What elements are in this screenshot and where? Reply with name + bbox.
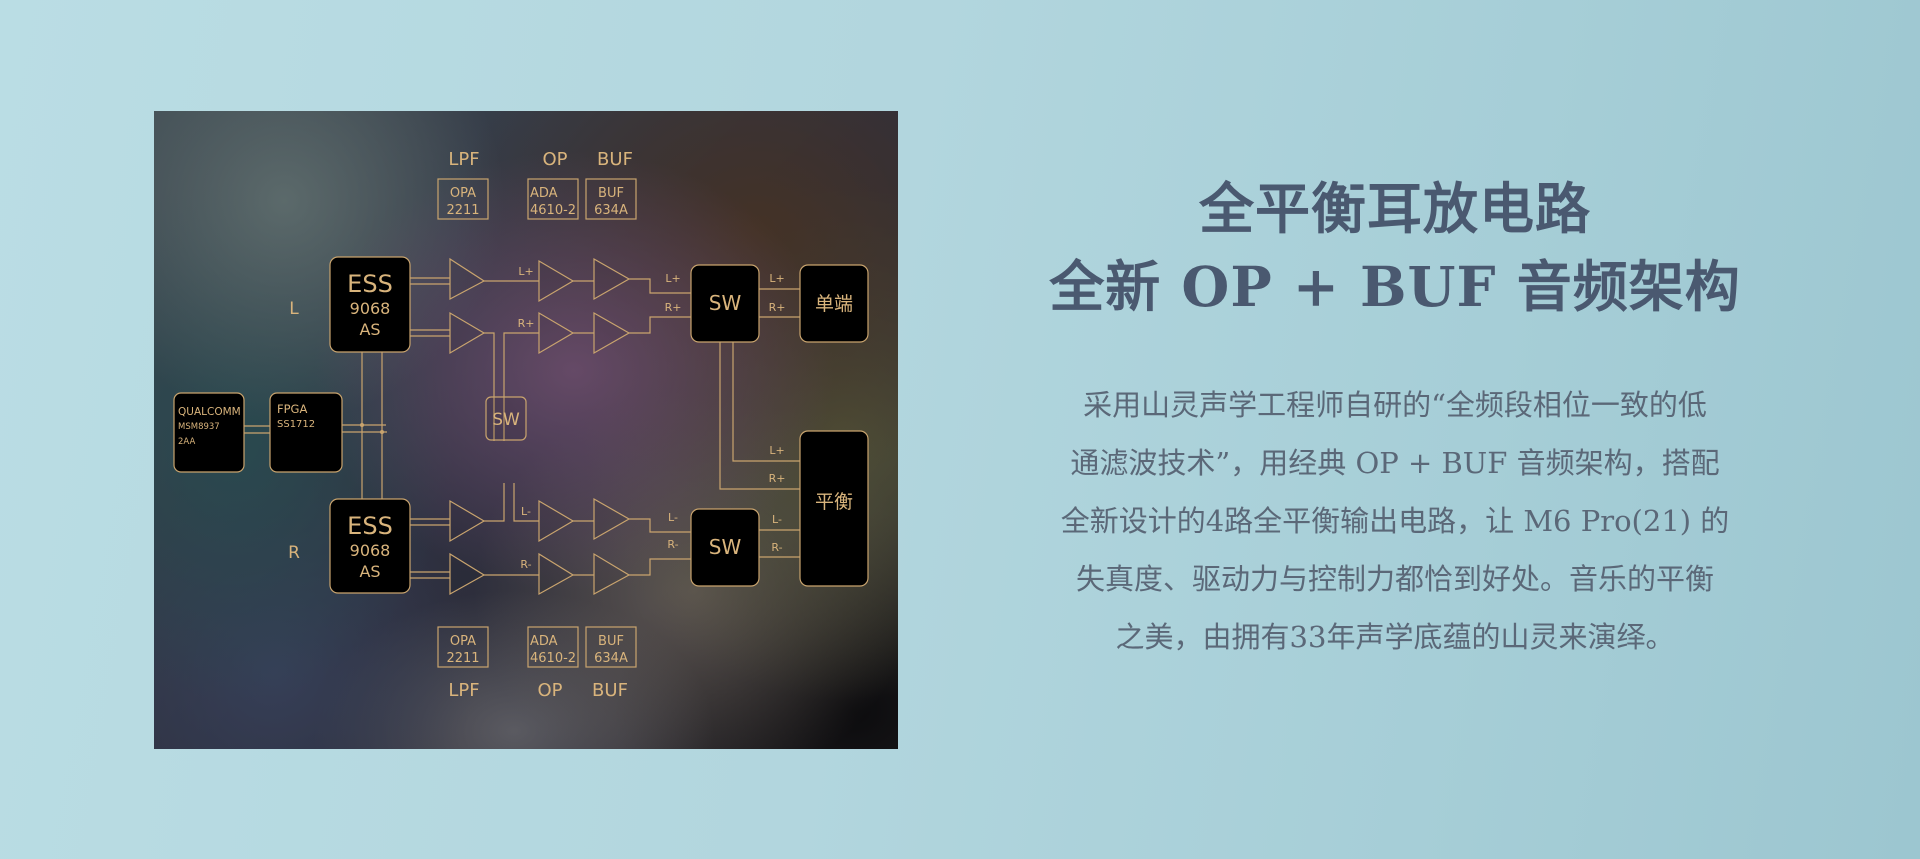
dac-right-block: ESS 9068 AS <box>329 498 411 594</box>
description-line: 全新设计的4路全平衡输出电路，让 M6 Pro(21) 的 <box>1060 504 1730 538</box>
label-l-plus-bal: L+ <box>769 444 784 457</box>
svg-text:QUALCOMM: QUALCOMM <box>178 406 241 418</box>
description-line: 采用山灵声学工程师自研的“全频段相位一致的低 <box>1083 388 1707 422</box>
svg-text:2211: 2211 <box>446 203 479 218</box>
feature-headline: 全平衡耳放电路 全新 OP + BUF 音频架构 <box>1030 170 1760 326</box>
description-line: 之美，由拥有33年声学底蕴的山灵来演绎。 <box>1115 620 1675 654</box>
amplifier-triangles <box>449 257 631 596</box>
label-l-plus-se: L+ <box>769 272 784 285</box>
qualcomm-soc-block: QUALCOMM MSM8937 2AA <box>173 392 245 473</box>
svg-text:SS1712: SS1712 <box>277 419 315 430</box>
svg-text:BUF: BUF <box>598 634 624 649</box>
feature-description: 采用山灵声学工程师自研的“全频段相位一致的低 通滤波技术”，用经典 OP + B… <box>1030 376 1760 666</box>
svg-text:9068: 9068 <box>350 299 391 318</box>
svg-text:MSM8937: MSM8937 <box>178 422 220 432</box>
channel-label-right: R <box>288 543 300 563</box>
svg-text:4610-2: 4610-2 <box>530 651 576 666</box>
svg-text:ADA: ADA <box>530 186 558 201</box>
label-r-minus-bal: R- <box>771 541 782 554</box>
svg-text:单端: 单端 <box>815 293 853 315</box>
svg-text:FPGA: FPGA <box>277 402 307 416</box>
label-r-plus-bal: R+ <box>769 472 786 485</box>
svg-text:ESS: ESS <box>347 512 393 540</box>
svg-text:BUF: BUF <box>598 186 624 201</box>
header-lpf-top: LPF <box>448 149 479 170</box>
label-r-plus-op: R+ <box>518 317 535 330</box>
svg-text:SW: SW <box>492 410 520 430</box>
svg-text:SW: SW <box>709 291 742 315</box>
svg-text:634A: 634A <box>594 203 628 218</box>
description-line: 通滤波技术”，用经典 OP + BUF 音频架构，搭配 <box>1070 446 1720 480</box>
header-op-top: OP <box>542 149 567 170</box>
label-r-plus-se: R+ <box>769 301 786 314</box>
part-opa2211-bottom: OPA 2211 <box>437 626 489 668</box>
label-l-minus-op: L- <box>521 505 531 518</box>
label-l-plus-sw: L+ <box>665 272 680 285</box>
svg-text:OPA: OPA <box>450 186 476 201</box>
part-buf634a-bottom: BUF 634A <box>585 626 637 668</box>
description-line: 失真度、驱动力与控制力都恰到好处。音乐的平衡 <box>1075 562 1714 596</box>
label-l-minus-bal: L- <box>772 513 782 526</box>
svg-text:SW: SW <box>709 535 742 559</box>
part-opa2211-top: OPA 2211 <box>437 178 489 220</box>
header-lpf-bottom: LPF <box>448 680 479 701</box>
part-ada4610-top: ADA 4610-2 <box>527 178 579 220</box>
circuit-diagram-svg: LPF OP BUF OPA 2211 ADA 4610-2 BUF 634A … <box>173 149 869 701</box>
headline-line-1: 全平衡耳放电路 <box>1198 176 1591 241</box>
feature-text-panel: 全平衡耳放电路 全新 OP + BUF 音频架构 采用山灵声学工程师自研的“全频… <box>1030 170 1760 666</box>
part-ada4610-bottom: ADA 4610-2 <box>527 626 579 668</box>
svg-text:2AA: 2AA <box>178 437 195 447</box>
balanced-output-block: 平衡 <box>799 430 869 587</box>
label-r-minus-sw: R- <box>667 538 678 551</box>
svg-text:ESS: ESS <box>347 270 393 298</box>
circuit-diagram: LPF OP BUF OPA 2211 ADA 4610-2 BUF 634A … <box>154 111 898 749</box>
part-buf634a-top: BUF 634A <box>585 178 637 220</box>
single-ended-output-block: 单端 <box>799 264 869 343</box>
fpga-block: FPGA SS1712 <box>269 392 343 473</box>
svg-text:634A: 634A <box>594 651 628 666</box>
dac-left-block: ESS 9068 AS <box>329 256 411 353</box>
header-buf-bottom: BUF <box>592 680 628 701</box>
channel-label-left: L <box>289 299 299 319</box>
svg-text:2211: 2211 <box>446 651 479 666</box>
switch-upper-block: SW <box>690 264 760 343</box>
center-switch-block: SW <box>485 396 527 441</box>
svg-text:9068: 9068 <box>350 541 391 560</box>
svg-text:AS: AS <box>359 320 380 339</box>
svg-text:平衡: 平衡 <box>815 491 853 513</box>
switch-lower-block: SW <box>690 508 760 587</box>
svg-text:OPA: OPA <box>450 634 476 649</box>
svg-text:ADA: ADA <box>530 634 558 649</box>
label-l-plus-op: L+ <box>518 265 533 278</box>
header-op-bottom: OP <box>537 680 562 701</box>
label-r-plus-sw: R+ <box>665 301 682 314</box>
wires <box>244 277 800 579</box>
header-buf-top: BUF <box>597 149 633 170</box>
svg-text:AS: AS <box>359 562 380 581</box>
headline-line-2: 全新 OP + BUF 音频架构 <box>1049 254 1741 319</box>
label-l-minus-sw: L- <box>668 511 678 524</box>
svg-text:4610-2: 4610-2 <box>530 203 576 218</box>
label-r-minus-op: R- <box>520 558 531 571</box>
